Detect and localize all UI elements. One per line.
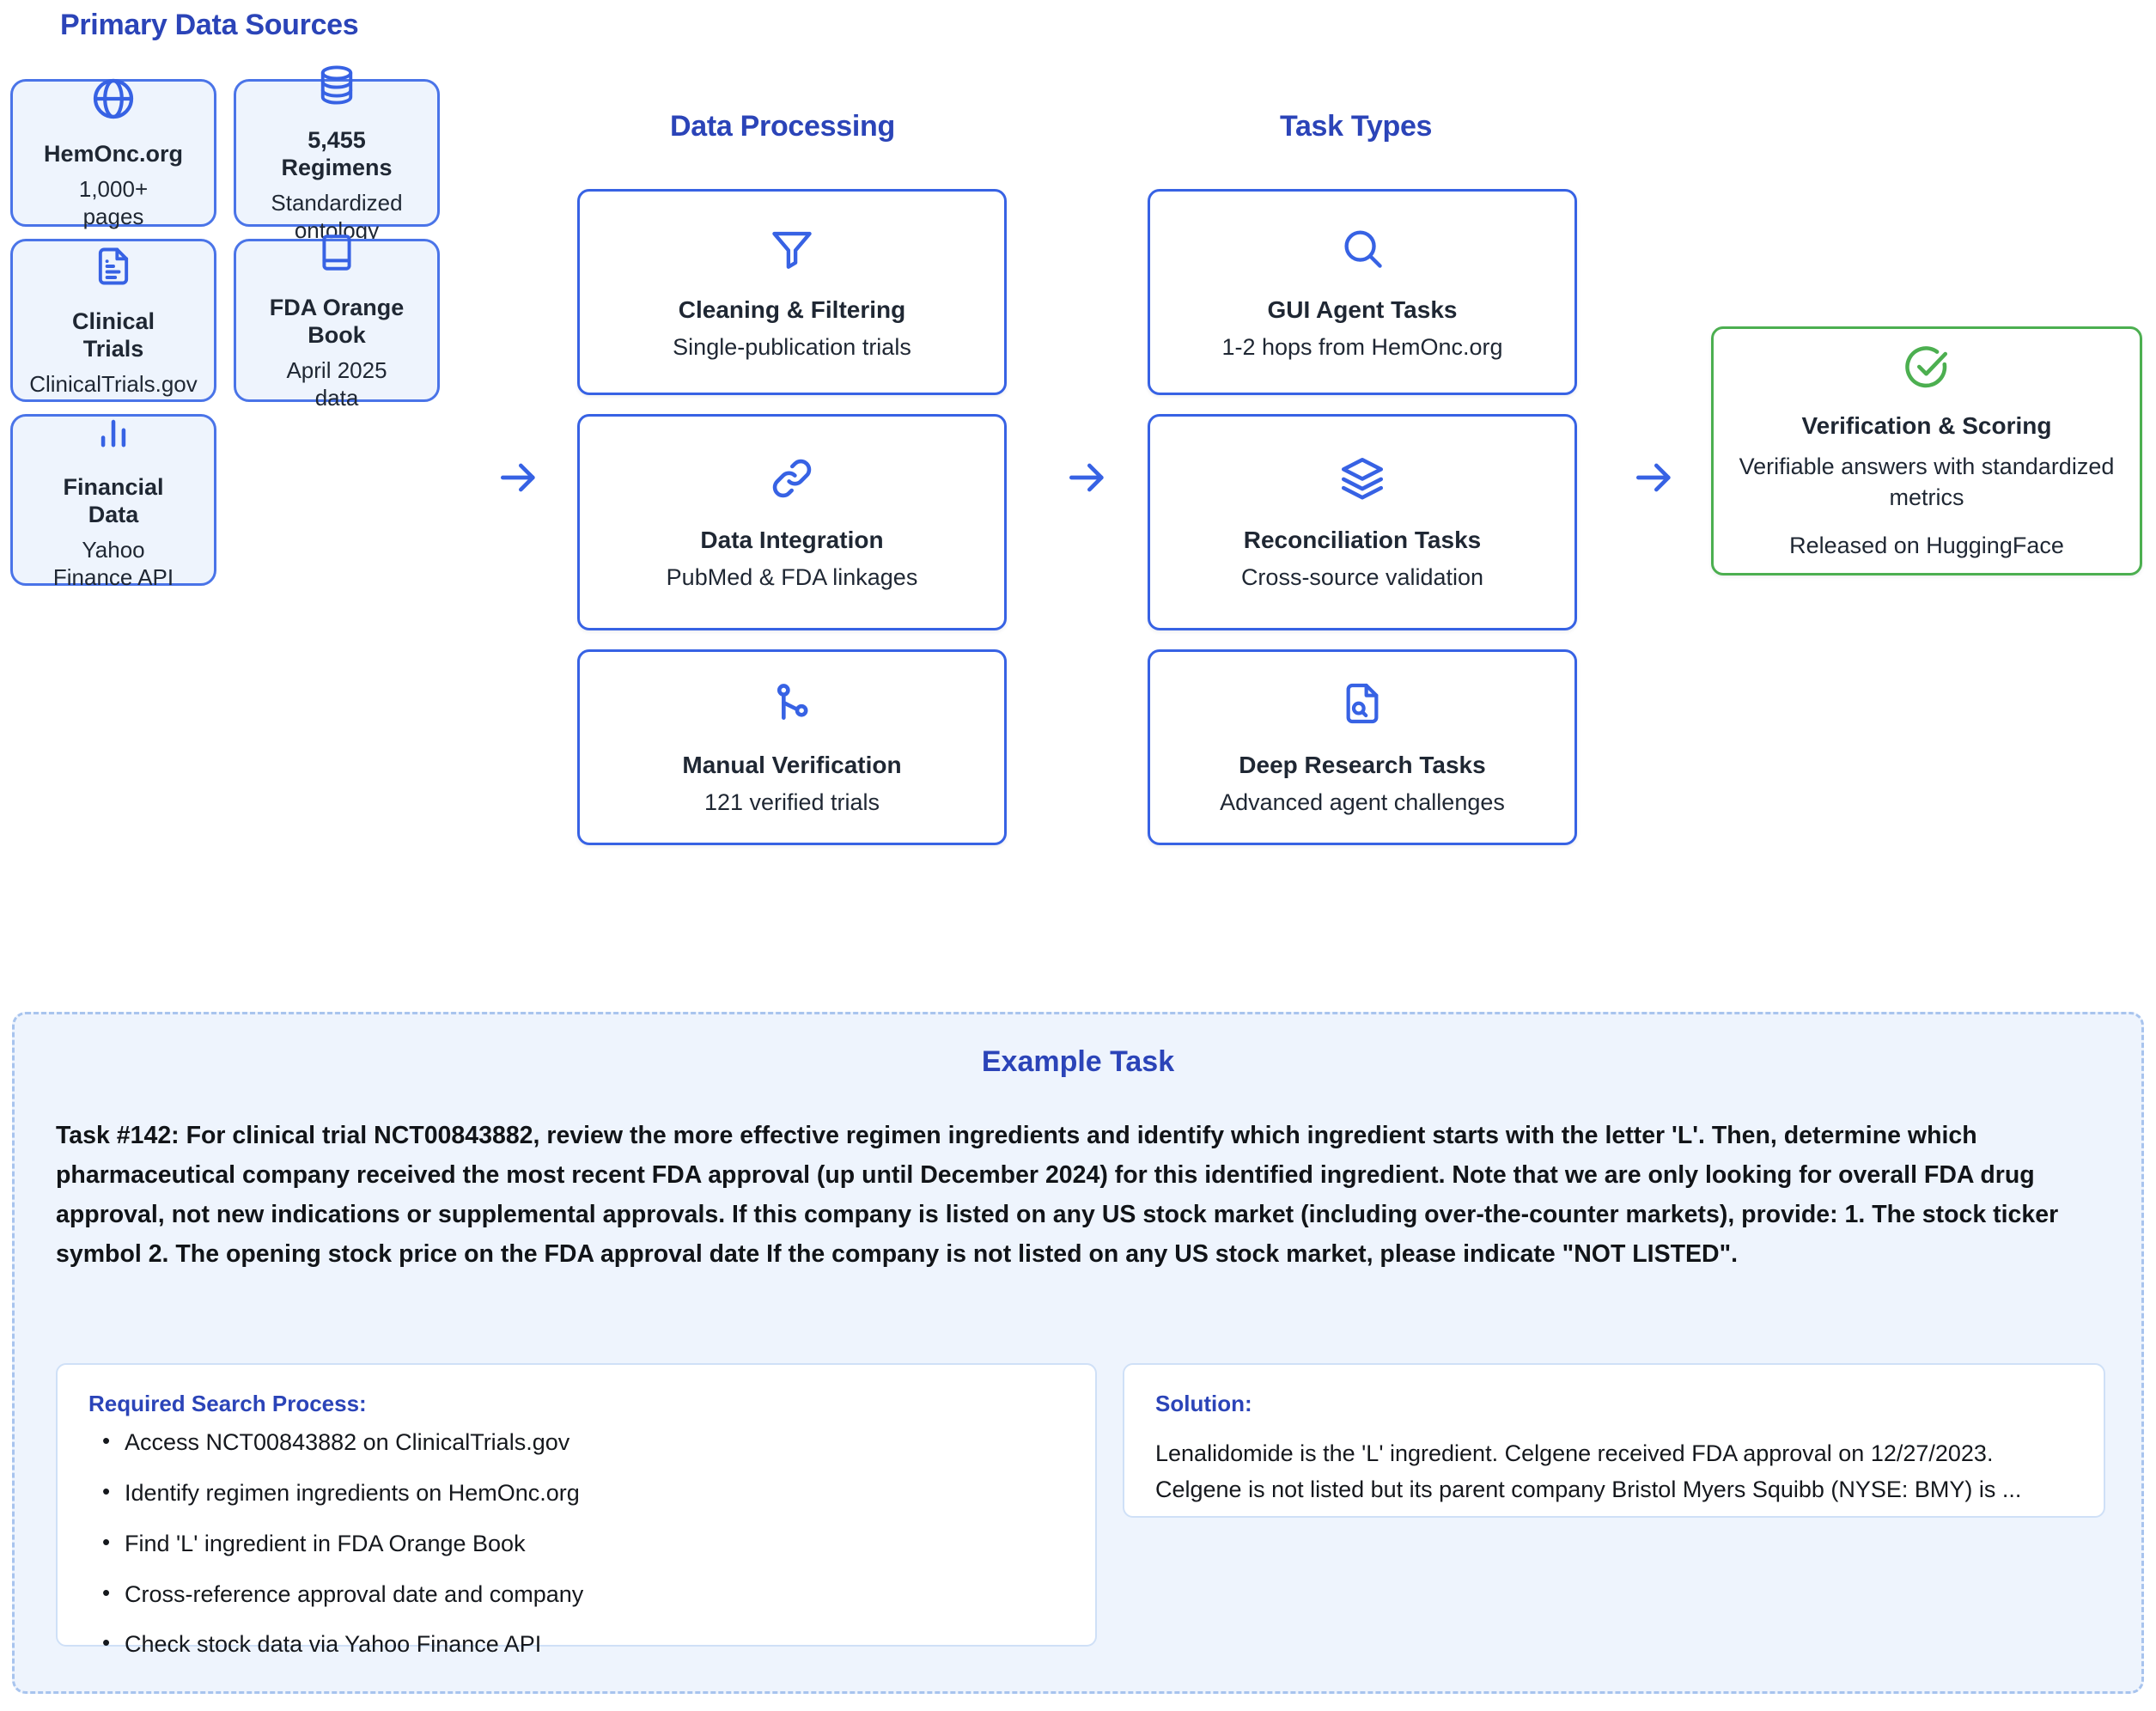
- data-processing-title: Data Processing: [670, 110, 895, 143]
- verification-scoring-card[interactable]: Verification & Scoring Verifiable answer…: [1711, 326, 2142, 575]
- process-card-title: Cleaning & Filtering: [678, 295, 906, 323]
- source-card-hemonc[interactable]: HemOnc.org 1,000+pages: [10, 79, 216, 229]
- solution-title: Solution:: [1155, 1391, 1252, 1416]
- globe-icon: [89, 75, 137, 127]
- process-card-manual-verification[interactable]: Manual Verification 121 verified trials: [577, 649, 1007, 845]
- task-card-title: Reconciliation Tasks: [1243, 526, 1482, 553]
- process-card-cleaning-filtering[interactable]: Cleaning & Filtering Single-publication …: [577, 189, 1007, 395]
- search-process-list: Access NCT00843882 on ClinicalTrials.gov…: [102, 1428, 1095, 1659]
- task-types-title: Task Types: [1280, 110, 1433, 143]
- process-card-subtitle: 121 verified trials: [703, 789, 880, 815]
- branch-icon: [767, 679, 817, 733]
- source-card-subtitle: ClinicalTrials.gov: [29, 371, 198, 397]
- process-card-data-integration[interactable]: Data Integration PubMed & FDA linkages: [577, 414, 1007, 630]
- verification-subtitle: Verifiable answers with standardized met…: [1739, 454, 2115, 510]
- solution-box: Solution: Lenalidomide is the 'L' ingred…: [1123, 1363, 2105, 1518]
- arrow-right-icon: [495, 454, 543, 502]
- search-icon: [1337, 223, 1387, 277]
- solution-text: Lenalidomide is the 'L' ingredient. Celg…: [1155, 1440, 2022, 1502]
- process-card-subtitle: Single-publication trials: [673, 333, 911, 360]
- arrow-right-icon: [1063, 454, 1111, 502]
- list-item: Identify regimen ingredients on HemOnc.o…: [102, 1478, 1095, 1507]
- document-icon: [91, 242, 136, 295]
- list-item: Find 'L' ingredient in FDA Orange Book: [102, 1529, 1095, 1558]
- task-card-subtitle: 1-2 hops from HemOnc.org: [1221, 333, 1503, 360]
- list-item: Check stock data via Yahoo Finance API: [102, 1629, 1095, 1659]
- link-icon: [767, 454, 817, 508]
- task-card-subtitle: Cross-source validation: [1240, 563, 1484, 590]
- primary-data-sources-title: Primary Data Sources: [60, 9, 359, 41]
- example-task-description: Task #142: For clinical trial NCT0084388…: [56, 1122, 2059, 1269]
- example-task-title: Example Task: [981, 1045, 1175, 1078]
- task-card-reconciliation[interactable]: Reconciliation Tasks Cross-source valida…: [1148, 414, 1577, 630]
- arrow-right-icon: [1630, 454, 1678, 502]
- task-card-subtitle: Advanced agent challenges: [1220, 789, 1505, 815]
- book-icon: [315, 228, 358, 281]
- process-card-title: Manual Verification: [682, 751, 902, 778]
- task-card-title: Deep Research Tasks: [1239, 751, 1486, 778]
- task-card-deep-research[interactable]: Deep Research Tasks Advanced agent chall…: [1148, 649, 1577, 845]
- list-item: Cross-reference approval date and compan…: [102, 1580, 1095, 1609]
- bar-chart-icon: [91, 408, 136, 460]
- process-card-subtitle: PubMed & FDA linkages: [666, 563, 918, 590]
- file-search-icon: [1338, 679, 1386, 733]
- required-search-process-box: Required Search Process: Access NCT00843…: [56, 1363, 1097, 1657]
- layers-icon: [1337, 454, 1387, 508]
- funnel-icon: [767, 223, 817, 277]
- task-card-gui-agent[interactable]: GUI Agent Tasks 1-2 hops from HemOnc.org: [1148, 189, 1577, 395]
- verification-release-note: Released on HuggingFace: [1789, 532, 2064, 558]
- process-card-title: Data Integration: [700, 526, 884, 553]
- database-icon: [314, 61, 359, 113]
- check-circle-icon: [1902, 343, 1952, 397]
- source-card-title: HemOnc.org: [43, 141, 184, 167]
- verification-title: Verification & Scoring: [1801, 412, 2052, 440]
- list-item: Access NCT00843882 on ClinicalTrials.gov: [102, 1428, 1095, 1457]
- required-search-process-title: Required Search Process:: [88, 1391, 367, 1416]
- source-card-subtitle: 1,000+pages: [78, 176, 149, 229]
- example-task-panel: Example Task Task #142: For clinical tri…: [12, 1012, 2144, 1694]
- task-card-title: GUI Agent Tasks: [1267, 295, 1458, 323]
